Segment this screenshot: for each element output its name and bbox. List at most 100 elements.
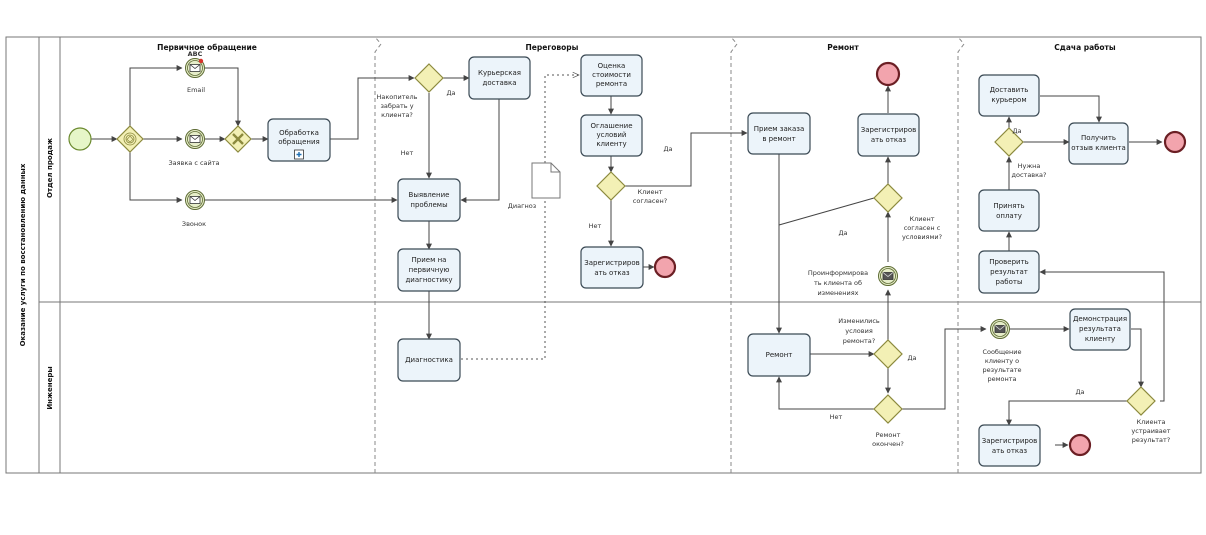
- end-event-4: [1068, 433, 1092, 457]
- svg-text:Курьерская: Курьерская: [478, 69, 521, 77]
- task-kurier: Курьерская доставка: [468, 56, 531, 100]
- gateway-exclusive-merge: [224, 125, 252, 153]
- phase-header-1: Первичное обращение: [157, 43, 257, 52]
- svg-text:Прием заказа: Прием заказа: [754, 125, 805, 133]
- label-da-1: Да: [446, 89, 455, 97]
- task-dostavit: Доставить курьером: [978, 74, 1040, 117]
- label-email: Email: [187, 86, 205, 94]
- svg-text:доставка: доставка: [483, 79, 517, 87]
- svg-text:Клиент: Клиент: [637, 188, 662, 196]
- pool-title: Оказание услуги по восстановлению данных: [19, 163, 27, 346]
- data-object-diagnoz: [531, 162, 561, 199]
- message-event-call: [185, 190, 205, 210]
- svg-text:Зарегистриров: Зарегистриров: [861, 126, 917, 134]
- svg-text:Выявление: Выявление: [409, 191, 450, 199]
- flow-labels: ABC Email Заявка с сайта Звонок Накопите…: [168, 50, 1170, 448]
- svg-text:клиенту о: клиенту о: [985, 357, 1019, 365]
- svg-text:забрать у: забрать у: [380, 102, 413, 110]
- pentagon-icon: [126, 135, 134, 143]
- phase-header-3: Ремонт: [827, 43, 859, 52]
- events: [68, 61, 1187, 457]
- svg-text:Клиента: Клиента: [1136, 418, 1165, 426]
- gateway-nakopitel: [414, 63, 444, 93]
- gateway-izmenilis: [873, 339, 903, 369]
- svg-text:результата: результата: [1079, 325, 1121, 333]
- label-da-6: Да: [1075, 388, 1084, 396]
- start-event: [68, 127, 92, 151]
- svg-text:Получить: Получить: [1081, 134, 1116, 142]
- svg-text:Оценка: Оценка: [598, 62, 626, 70]
- svg-text:ать отказ: ать отказ: [871, 136, 907, 144]
- lane-label-engineers: Инженеры: [46, 366, 54, 409]
- task-vyyavlenie: Выявление проблемы: [397, 178, 461, 222]
- svg-text:Клиент: Клиент: [909, 215, 934, 223]
- task-ocenka: Оценка стоимости ремонта: [580, 54, 643, 97]
- svg-text:ать отказ: ать отказ: [594, 269, 630, 277]
- svg-text:результат?: результат?: [1132, 436, 1170, 444]
- task-proverit: Проверить результат работы: [978, 250, 1040, 294]
- label-diagnoz: Диагноз: [508, 202, 537, 210]
- label-da-3: Да: [838, 229, 847, 237]
- svg-text:Проинформирова: Проинформирова: [808, 269, 868, 277]
- associations: [461, 75, 579, 360]
- label-net-3: Нет: [830, 413, 843, 421]
- svg-text:оплату: оплату: [996, 212, 1022, 220]
- label-zvonok: Звонок: [182, 220, 206, 228]
- x-mark-icon: [232, 133, 244, 145]
- gateway-ustraivaet: [1126, 386, 1156, 416]
- svg-text:работы: работы: [996, 278, 1023, 286]
- phases: Первичное обращение Переговоры Ремонт Сд…: [157, 36, 1116, 473]
- svg-text:Сообщение: Сообщение: [982, 348, 1021, 356]
- task-obrabotka: Обработка обращения: [267, 118, 331, 162]
- gateway-event-based: [116, 125, 144, 153]
- svg-text:согласен?: согласен?: [633, 197, 667, 205]
- svg-text:Изменились: Изменились: [838, 317, 880, 325]
- end-event-2: [875, 61, 901, 87]
- message-event-inform: [878, 266, 898, 286]
- svg-text:Накопитель: Накопитель: [376, 93, 417, 101]
- svg-text:ремонта: ремонта: [987, 375, 1016, 383]
- svg-text:условиями?: условиями?: [902, 233, 942, 241]
- task-zareg-3: Зарегистриров ать отказ: [978, 424, 1041, 467]
- phase-header-4: Сдача работы: [1054, 43, 1116, 52]
- svg-text:Прием на: Прием на: [412, 256, 447, 264]
- svg-text:ремонта: ремонта: [596, 80, 627, 88]
- svg-text:изменениях: изменениях: [817, 289, 858, 297]
- svg-text:Ремонт: Ремонт: [876, 431, 901, 439]
- svg-text:Зарегистриров: Зарегистриров: [982, 437, 1038, 445]
- svg-text:окончен?: окончен?: [872, 440, 904, 448]
- svg-text:Нужна: Нужна: [1018, 162, 1041, 170]
- label-zayavka: Заявка с сайта: [168, 159, 219, 167]
- task-demonstr: Демонстрация результата клиенту: [1069, 308, 1131, 351]
- svg-text:клиенту: клиенту: [1085, 335, 1115, 343]
- svg-text:Зарегистриров: Зарегистриров: [584, 259, 640, 267]
- svg-text:Обработка: Обработка: [279, 129, 319, 137]
- gateway-soglasen-usloviya: [873, 183, 903, 213]
- task-priem-remont: Прием заказа в ремонт: [747, 112, 811, 155]
- message-event-site: [185, 129, 205, 149]
- svg-text:условий: условий: [597, 131, 627, 139]
- label-net-1: Нет: [401, 149, 414, 157]
- task-remont: Ремонт: [747, 333, 811, 377]
- task-priem-perv: Прием на первичную диагностику: [397, 248, 461, 292]
- svg-text:клиента?: клиента?: [381, 111, 413, 119]
- svg-text:ть клиента об: ть клиента об: [814, 279, 862, 287]
- end-event-3: [1163, 130, 1187, 154]
- message-event-email: [185, 58, 205, 78]
- end-event-1: [653, 255, 677, 279]
- gateway-nuzhna-dostavka: [994, 127, 1024, 157]
- svg-text:первичную: первичную: [409, 266, 450, 274]
- lane-label-sales: Отдел продаж: [46, 138, 54, 198]
- svg-text:в ремонт: в ремонт: [762, 135, 795, 143]
- notification-dot-icon: [198, 58, 204, 64]
- svg-text:условия: условия: [845, 327, 873, 335]
- phase-header-2: Переговоры: [526, 43, 579, 52]
- gateway-klient-soglasen: [596, 171, 626, 201]
- svg-text:ать отказ: ать отказ: [992, 447, 1028, 455]
- svg-text:проблемы: проблемы: [410, 201, 447, 209]
- task-diagnostika: Диагностика: [397, 338, 461, 382]
- svg-text:стоимости: стоимости: [592, 71, 631, 79]
- label-da-5: Да: [1012, 127, 1021, 135]
- label-net-2: Нет: [589, 222, 602, 230]
